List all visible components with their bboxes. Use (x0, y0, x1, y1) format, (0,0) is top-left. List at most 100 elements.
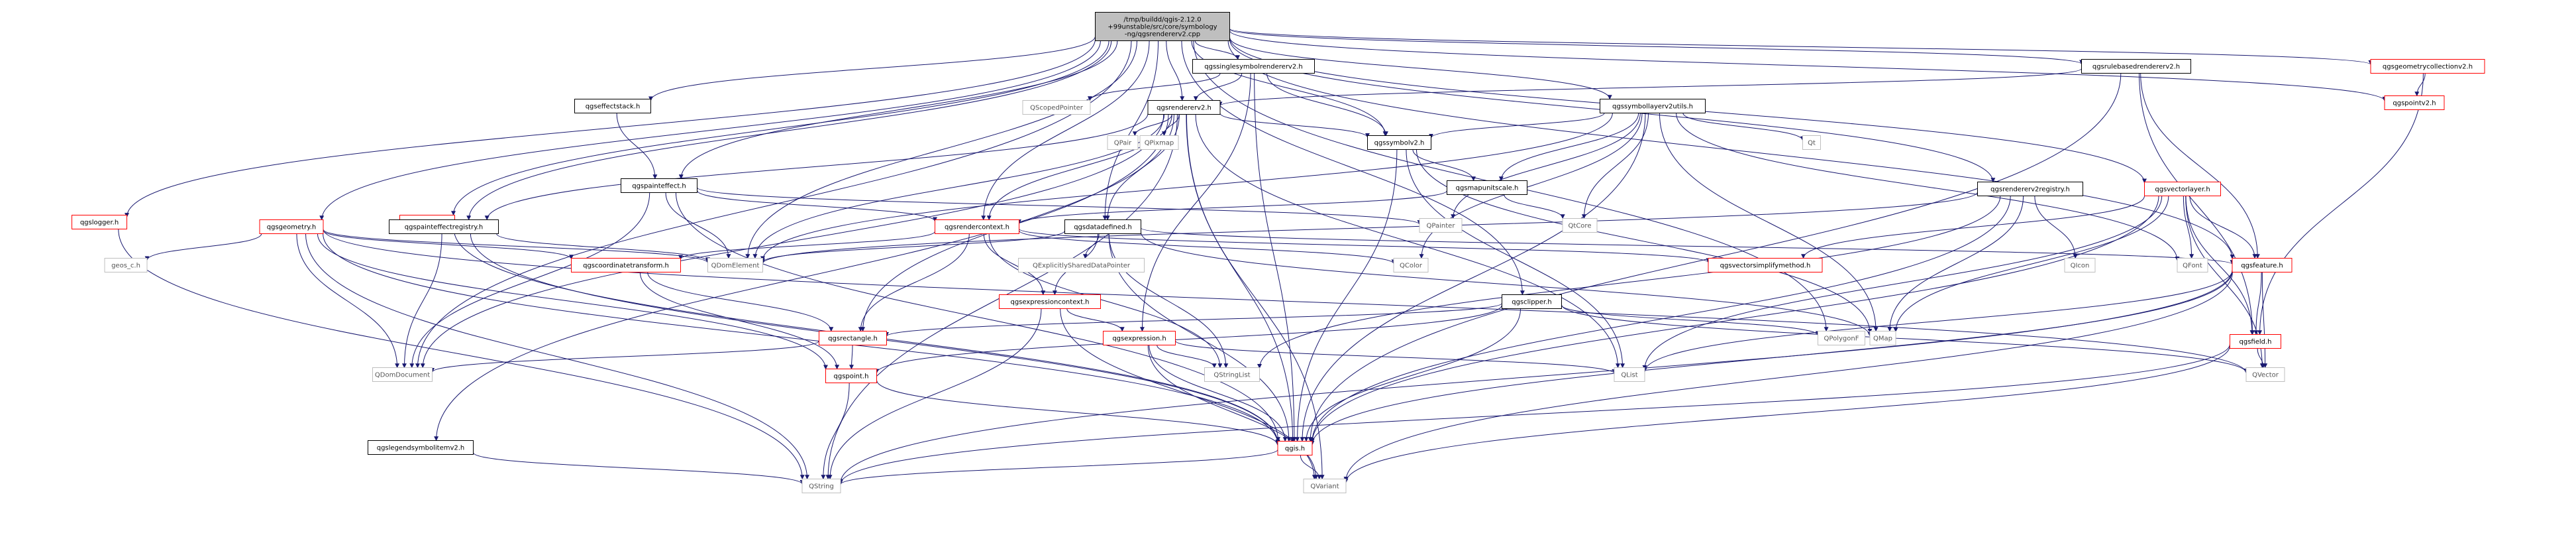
edge-line (616, 113, 658, 180)
edge-line (760, 230, 1065, 263)
node-qgsfeature[interactable]: qgsfeature.h (2232, 258, 2293, 272)
node-label: qgspointv2.h (2393, 100, 2436, 107)
edge-line (1300, 113, 1646, 442)
node-root[interactable]: /tmp/buildd/qgis-2.12.0+99unstable/src/c… (1095, 12, 1230, 41)
node-box (1303, 479, 1347, 493)
edge-qgsrendererv2-to-qgslegendsymbolitemv2 (434, 114, 1169, 442)
node-label: QList (1621, 372, 1637, 379)
edge-line (323, 229, 710, 264)
edge-line (1149, 345, 1288, 442)
node-qgspointv2[interactable]: qgspointv2.h (2384, 95, 2445, 110)
edge-qgsrendererv2-to-qgsrendercontext (986, 114, 1172, 221)
node-label: qgsexpression.h (1112, 335, 1166, 343)
node-qgsrendererv2registry[interactable]: qgsrendererv2registry.h (1977, 182, 2083, 196)
node-qgsvectorsimplifymethod[interactable]: qgsvectorsimplifymethod.h (1708, 258, 1823, 272)
node-label: QStringList (1213, 372, 1250, 379)
edge-root-to-qgsdatadefined (1102, 40, 1159, 221)
edge-qgsfeature-to-QVector (2261, 272, 2268, 369)
edge-line (821, 383, 850, 480)
edge-qgssymbolv2-to-QMap (1416, 149, 1873, 333)
edge-qgsrendererv2-to-qgis (1186, 114, 1296, 442)
node-qgsclipper[interactable]: qgsclipper.h (1502, 294, 1562, 309)
node-qgsmapunitscale[interactable]: qgsmapunitscale.h (1447, 180, 1527, 195)
node-qgsexpression[interactable]: qgsexpression.h (1103, 331, 1176, 345)
edge-line (1893, 196, 2169, 333)
node-qgssymbollayerv2utils[interactable]: qgssymbollayerv2utils.h (1600, 99, 1706, 113)
edge-line (697, 190, 937, 222)
edge-qgsmapunitscale-to-qgsrendercontext (1017, 190, 1447, 224)
edge-qgsrulebasedrendererv2-to-qgsfeature (2140, 73, 2260, 259)
node-qgsrectangle[interactable]: qgsrectangle.h (819, 331, 887, 345)
edge-line (1295, 149, 1398, 442)
edge-line (981, 40, 1150, 221)
edge-line (1229, 37, 1612, 100)
node-qgscoordinatetransform[interactable]: qgscoordinatetransform.h (571, 258, 681, 272)
node-box (2384, 95, 2445, 110)
node-qgspainteffect[interactable]: qgspainteffect.h (621, 178, 697, 193)
edge-line (1229, 28, 2373, 65)
edge-line (401, 233, 442, 369)
node-qgsrendererv2[interactable]: qgsrendererv2.h (1147, 100, 1221, 115)
node-qgseffectstack[interactable]: qgseffectstack.h (574, 99, 651, 113)
edge-qgsdatadefined-to-qgsfeature (1141, 227, 2235, 265)
edge-line (876, 380, 1280, 446)
edge-qgsexpressioncontext-to-QString (827, 308, 1042, 480)
edge-line (760, 113, 1613, 261)
edge-line (849, 345, 854, 370)
edge-qgsrulebasedrendererv2-to-qgsrendererv2 (1217, 68, 2082, 107)
edge-line (988, 233, 1223, 369)
edge-line (1642, 270, 2233, 373)
node-QString: QString (801, 479, 841, 493)
edge-root-to-qgseffectstack (648, 36, 1096, 101)
node-box (819, 331, 887, 345)
node-box (1818, 331, 1865, 345)
node-label: geos_c.h (111, 263, 140, 270)
edge-qgsrendererv2-to-QPair (1132, 114, 1172, 137)
edge-qgspainteffect-to-QDomDocument (409, 192, 650, 369)
edge-line (305, 233, 809, 480)
node-qgsrulebasedrendererv2[interactable]: qgsrulebasedrendererv2.h (2081, 59, 2191, 74)
edge-line (1017, 190, 1447, 224)
edge-line (1157, 345, 1217, 369)
node-qgssinglesymbolrendererv2[interactable]: qgssinglesymbolrendererv2.h (1192, 59, 1315, 74)
node-qgsexpressioncontext[interactable]: qgsexpressioncontext.h (999, 294, 1101, 309)
node-qgspainteffectregistry[interactable]: qgspainteffectregistry.h (389, 219, 499, 234)
node-qgis[interactable]: qgis.h (1277, 441, 1313, 455)
edge-line (1642, 196, 2163, 370)
node-qgsrendercontext[interactable]: qgsrendercontext.h (935, 219, 1019, 234)
edge-qgsfeature-to-QVariant (1343, 272, 2233, 482)
edge-line (1019, 230, 1396, 265)
node-qgsfield[interactable]: qgsfield.h (2230, 334, 2281, 349)
edge-qgspainteffect-to-qgsrendercontext (697, 190, 937, 222)
node-qgssymbolv2[interactable]: qgssymbolv2.h (1367, 135, 1431, 150)
node-qgsgeometrycollectionv2[interactable]: qgsgeometrycollectionv2.h (2370, 59, 2485, 74)
node-label: qgseffectstack.h (586, 103, 641, 111)
node-label: QColor (1400, 263, 1423, 270)
edge-qgsgeometrycollectionv2-to-qgspointv2 (2414, 73, 2426, 97)
node-label: QtCore (1569, 223, 1592, 230)
edge-root-to-qgswkbptr (451, 40, 1109, 216)
edge-line (1561, 304, 1820, 336)
edge-line (1308, 73, 2122, 442)
edge-qgsclipper-to-qgis (1304, 308, 1521, 442)
edge-line (1181, 40, 1525, 296)
node-qgsgeometry[interactable]: qgsgeometry.h (259, 219, 324, 234)
node-qgslegendsymbolitemv2[interactable]: qgslegendsymbolitemv2.h (368, 440, 474, 455)
node-qgsvectorlayer[interactable]: qgsvectorlayer.h (2144, 182, 2221, 196)
node-label: QVector (2252, 372, 2279, 379)
edge-line (1139, 73, 1251, 332)
edge-line (409, 192, 650, 369)
node-qgspoint[interactable]: qgspoint.h (825, 369, 877, 383)
edge-qgsrectangle-to-qgspoint (849, 345, 854, 370)
node-box (2230, 334, 2281, 349)
node-box (1869, 331, 1896, 345)
edge-line (1219, 113, 1370, 138)
edge-qgsexpression-to-QStringList (1157, 345, 1217, 369)
edge-line (2139, 73, 2255, 335)
node-qgsdatadefined[interactable]: qgsdatadefined.h (1064, 219, 1141, 234)
node-qgslogger[interactable]: qgslogger.h (72, 215, 127, 229)
node-QVector: QVector (2245, 367, 2285, 382)
edge-line (473, 452, 805, 485)
edge-qgscoordinatetransform-to-qgspoint (639, 272, 840, 370)
node-Qt: Qt (1802, 135, 1821, 150)
